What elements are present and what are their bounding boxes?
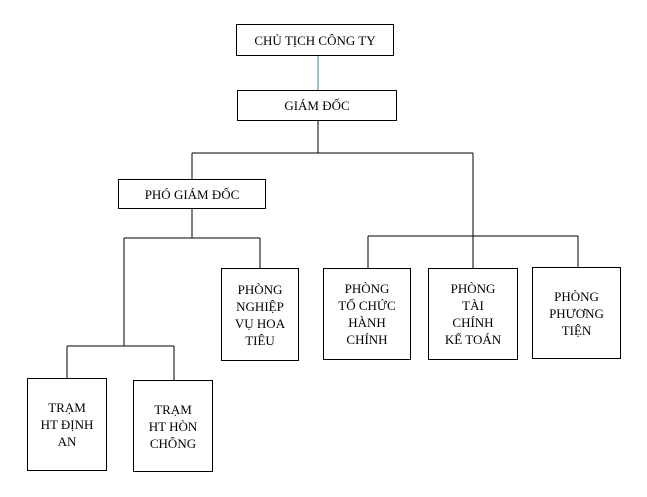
station-dinh-an-line-2: HT ĐỊNH	[40, 417, 94, 432]
deputy-director-label: PHÓ GIÁM ĐỐC	[144, 186, 240, 202]
dept-admin-line-2: TỔ CHỨC	[338, 298, 396, 313]
dept-pilot-ops-line-1: PHÒNG	[237, 281, 283, 297]
dept-vehicles-box: PHÒNG PHƯƠNG TIỆN	[532, 267, 621, 359]
station-hon-chong-box: TRẠM HT HÒN CHÔNG	[133, 380, 213, 472]
dept-finance-box: PHÒNG TÀI CHÍNH KẾ TOÁN	[428, 268, 518, 360]
director-label: GIÁM ĐỐC	[284, 98, 350, 113]
dept-admin-box: PHÒNG TỔ CHỨC HÀNH CHÍNH	[323, 268, 411, 360]
dept-finance-line-1: PHÒNG	[450, 281, 496, 296]
dept-pilot-ops-box: PHÒNG NGHIỆP VỤ HOA TIÊU	[221, 268, 299, 361]
dept-finance-line-2: TÀI	[462, 298, 484, 313]
deputy-director-box: PHÓ GIÁM ĐỐC	[118, 179, 266, 209]
dept-finance-line-3: CHÍNH	[452, 315, 494, 330]
station-dinh-an-line-1: TRẠM	[48, 400, 86, 415]
station-hon-chong-line-2: HT HÒN	[148, 418, 198, 434]
dept-admin-line-1: PHÒNG	[344, 281, 390, 296]
dept-pilot-ops-line-3: VỤ HOA	[234, 315, 286, 331]
chairman-label: CHỦ TỊCH CÔNG TY	[254, 32, 376, 48]
station-hon-chong-line-1: TRẠM	[154, 401, 192, 417]
dept-pilot-ops-line-2: NGHIỆP	[236, 298, 284, 314]
station-dinh-an-line-3: AN	[57, 434, 77, 449]
chairman-box: CHỦ TỊCH CÔNG TY	[236, 24, 394, 56]
dept-vehicles-line-2: PHƯƠNG	[549, 305, 604, 321]
station-dinh-an-box: TRẠM HT ĐỊNH AN	[27, 378, 107, 471]
dept-admin-line-4: CHÍNH	[346, 332, 388, 347]
station-hon-chong-line-3: CHÔNG	[149, 435, 197, 451]
dept-admin-line-3: HÀNH	[348, 315, 386, 330]
dept-vehicles-line-1: PHÒNG	[554, 288, 599, 304]
dept-finance-line-4: KẾ TOÁN	[444, 332, 502, 347]
dept-pilot-ops-line-4: TIÊU	[245, 332, 275, 348]
director-box: GIÁM ĐỐC	[237, 90, 397, 121]
dept-vehicles-line-3: TIỆN	[561, 322, 592, 338]
